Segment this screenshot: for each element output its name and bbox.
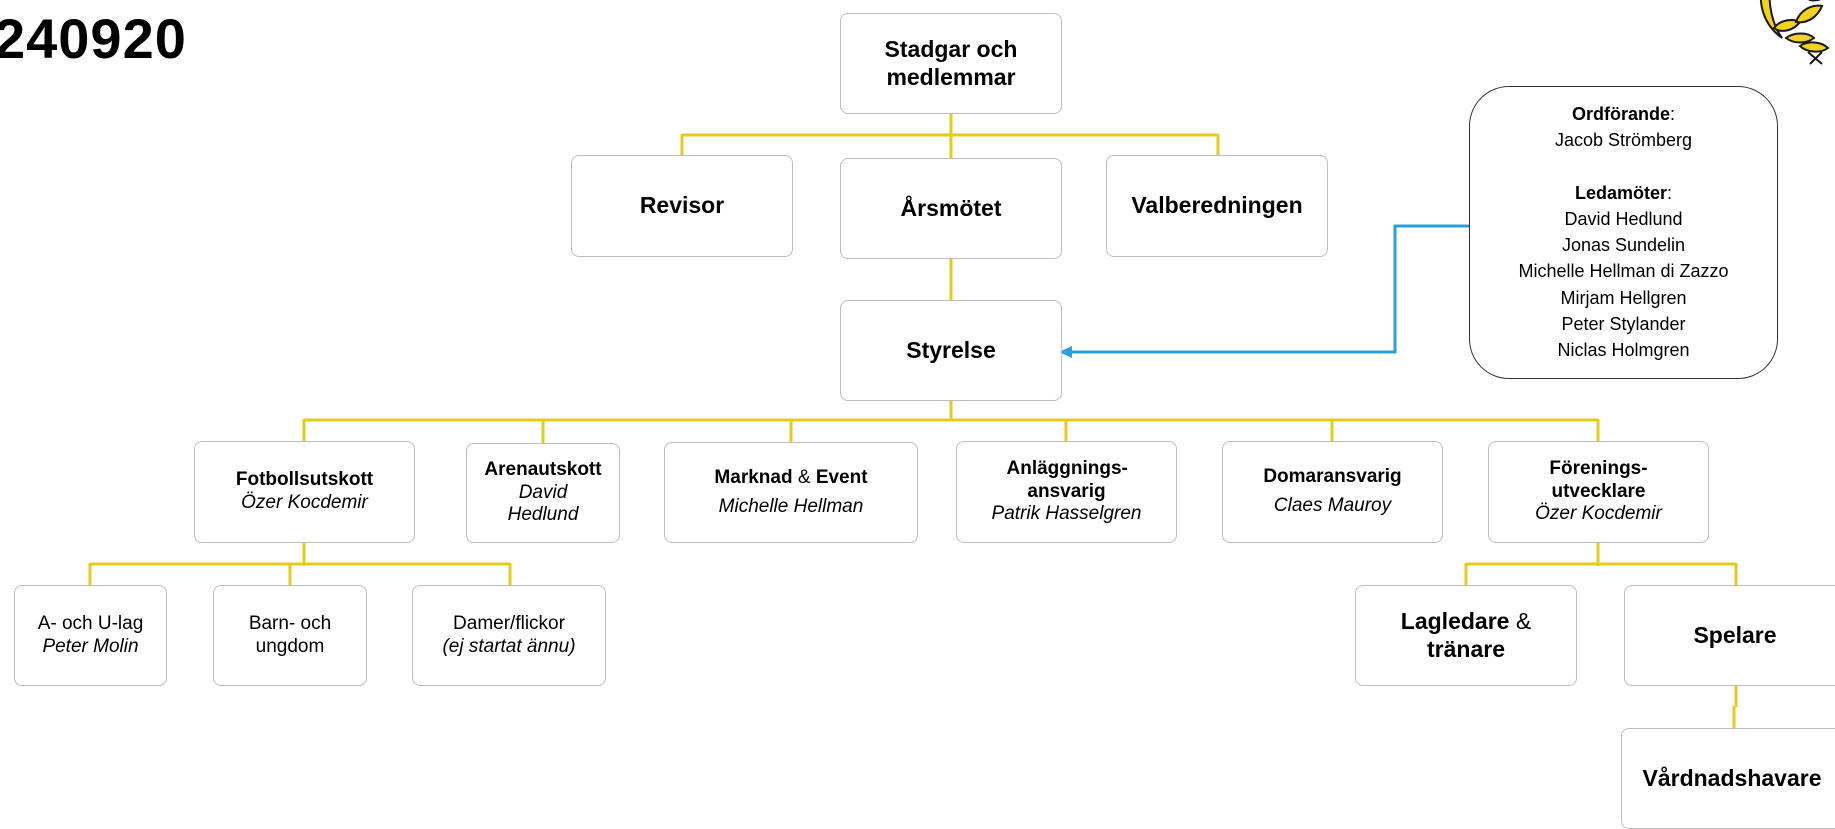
valberedningen-label: Valberedningen bbox=[1131, 192, 1303, 219]
marknad-person: Michelle Hellman bbox=[718, 495, 864, 517]
domaransvarig-title: Domaransvarig bbox=[1263, 466, 1402, 488]
tranare-title: tränare bbox=[1427, 635, 1505, 662]
valberedningen-box: Valberedningen bbox=[1106, 155, 1328, 257]
event-title: Event bbox=[815, 466, 868, 488]
vardnadshavare-box: Vårdnadshavare bbox=[1621, 728, 1835, 829]
a-u-lag-person: Peter Molin bbox=[42, 635, 139, 657]
vardnadshavare-label: Vårdnadshavare bbox=[1642, 764, 1822, 791]
anlaggning-box: Anläggnings-ansvarig Patrik Hasselgren bbox=[956, 441, 1177, 543]
member-name: Peter Stylander bbox=[1561, 314, 1686, 335]
styrelse-label: Styrelse bbox=[906, 336, 996, 363]
member-name: Niclas Holmgren bbox=[1557, 340, 1690, 361]
marknad-title: Marknad bbox=[714, 466, 793, 488]
lagledare-amp: & bbox=[1515, 607, 1532, 634]
board-members-panel: Ordförande: Jacob Strömberg Ledamöter: D… bbox=[1469, 86, 1778, 379]
lagledare-box: Lagledare & tränare bbox=[1355, 585, 1577, 686]
arenautskott-person: David Hedlund bbox=[507, 481, 579, 526]
spelare-label: Spelare bbox=[1693, 621, 1777, 648]
domaransvarig-person: Claes Mauroy bbox=[1273, 495, 1392, 516]
chair-name: Jacob Strömberg bbox=[1554, 130, 1693, 151]
foreningsutvecklare-box: Förenings-utvecklare Özer Kocdemir bbox=[1488, 441, 1709, 543]
foreningsutvecklare-title: Förenings-utvecklare bbox=[1549, 457, 1648, 502]
laurel-wreath-logo-icon bbox=[1759, 0, 1830, 65]
styrelse-box: Styrelse bbox=[840, 300, 1062, 401]
damer-flickor-note: (ej startat ännu) bbox=[442, 635, 576, 657]
revisor-label: Revisor bbox=[639, 192, 725, 219]
member-name: Jonas Sundelin bbox=[1561, 235, 1686, 256]
stadgar-label: Stadgar och medlemmar bbox=[884, 35, 1018, 90]
barn-ungdom-title: Barn- och ungdom bbox=[248, 612, 332, 657]
damer-flickor-box: Damer/flickor (ej startat ännu) bbox=[412, 585, 606, 686]
a-u-lag-box: A- och U-lag Peter Molin bbox=[14, 585, 167, 686]
member-name: David Hedlund bbox=[1564, 208, 1683, 229]
stadgar-box: Stadgar och medlemmar bbox=[840, 13, 1062, 114]
anlaggning-person: Patrik Hasselgren bbox=[991, 503, 1142, 525]
damer-flickor-title: Damer/flickor bbox=[453, 612, 565, 634]
arenautskott-title: Arenautskott bbox=[484, 458, 602, 480]
fotbollsutskott-title: Fotbollsutskott bbox=[235, 469, 374, 491]
domaransvarig-box: Domaransvarig Claes Mauroy bbox=[1222, 441, 1443, 543]
spelare-box: Spelare bbox=[1624, 585, 1835, 686]
fotbollsutskott-box: Fotbollsutskott Özer Kocdemir bbox=[194, 441, 415, 543]
member-name: Michelle Hellman di Zazzo bbox=[1518, 261, 1729, 282]
arenautskott-box: Arenautskott David Hedlund bbox=[466, 443, 620, 543]
marknad-amp: & bbox=[797, 466, 811, 488]
revisor-box: Revisor bbox=[571, 155, 793, 257]
a-u-lag-title: A- och U-lag bbox=[37, 612, 144, 634]
lagledare-title: Lagledare bbox=[1400, 607, 1510, 634]
marknad-event-box: Marknad & Event Michelle Hellman bbox=[664, 442, 918, 543]
page-title: 240920 bbox=[0, 7, 187, 70]
foreningsutvecklare-person: Özer Kocdemir bbox=[1535, 503, 1662, 525]
barn-ungdom-box: Barn- och ungdom bbox=[213, 585, 367, 686]
anlaggning-title: Anläggnings-ansvarig bbox=[1006, 457, 1128, 502]
chair-label: Ordförande bbox=[1571, 104, 1670, 124]
arsmotet-box: Årsmötet bbox=[840, 158, 1062, 259]
member-name: Mirjam Hellgren bbox=[1560, 287, 1687, 308]
members-label: Ledamöter bbox=[1574, 182, 1667, 203]
arsmotet-label: Årsmötet bbox=[900, 194, 1002, 221]
fotbollsutskott-person: Özer Kocdemir bbox=[241, 492, 368, 513]
